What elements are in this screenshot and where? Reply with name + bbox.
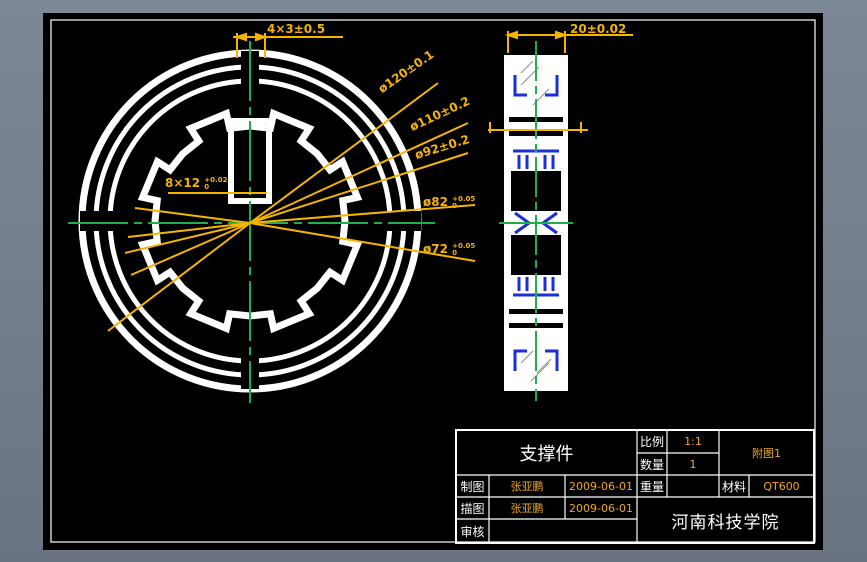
dim-width: 20±0.02 (570, 22, 627, 36)
weight-label: 重量 (639, 479, 664, 494)
dim-spline: 8×12 +0.02 0 (165, 177, 227, 191)
title-block-grid (455, 429, 815, 544)
front-view (68, 32, 476, 403)
traced-label: 描图 (460, 501, 485, 516)
side-view (488, 30, 633, 401)
dim-d82: ø82 +0.05 0 (423, 196, 475, 210)
ring-gap-bottom (241, 329, 259, 389)
school-name: 河南科技学院 (671, 512, 780, 533)
dim-spline-value: 8×12 (165, 176, 201, 190)
dim-spline-tolerance: +0.02 0 (204, 176, 228, 191)
drawn-label: 制图 (460, 479, 485, 494)
review-label: 审核 (460, 524, 485, 539)
dim-d82-value: ø82 (423, 195, 448, 209)
drawing-frame (50, 19, 816, 543)
traced-by: 张亚鹏 (510, 502, 544, 515)
dim-d72-value: ø72 (423, 242, 448, 256)
side-dimension-lines (488, 30, 633, 133)
material-label: 材料 (721, 479, 746, 494)
drawn-date: 2009-06-01 (569, 479, 633, 493)
quantity-value: 1 (689, 457, 697, 471)
traced-date: 2009-06-01 (569, 501, 633, 515)
dim-d72-tolerance: +0.05 0 (452, 242, 476, 257)
quantity-label: 数量 (639, 457, 664, 472)
dim-keyway-top: 4×3±0.5 (267, 22, 326, 36)
drawing-sheet: 4×3±0.5 ø120±0.1 ø110±0.2 ø92±0.2 ø82 +0… (43, 13, 823, 550)
dim-d82-tolerance: +0.05 0 (452, 195, 476, 210)
part-name: 支撑件 (519, 443, 574, 465)
cad-drawing-canvas (50, 19, 816, 544)
ring-gap-left (80, 211, 138, 231)
material-value: QT600 (763, 479, 800, 493)
drawn-by: 张亚鹏 (510, 480, 544, 493)
ring-gap-right (363, 211, 421, 231)
dimension-leaders (107, 32, 476, 332)
dim-d72: ø72 +0.05 0 (423, 243, 475, 257)
figure-label: 附图1 (752, 446, 781, 460)
scale-value: 1:1 (684, 435, 702, 448)
scale-label: 比例 (639, 435, 664, 449)
